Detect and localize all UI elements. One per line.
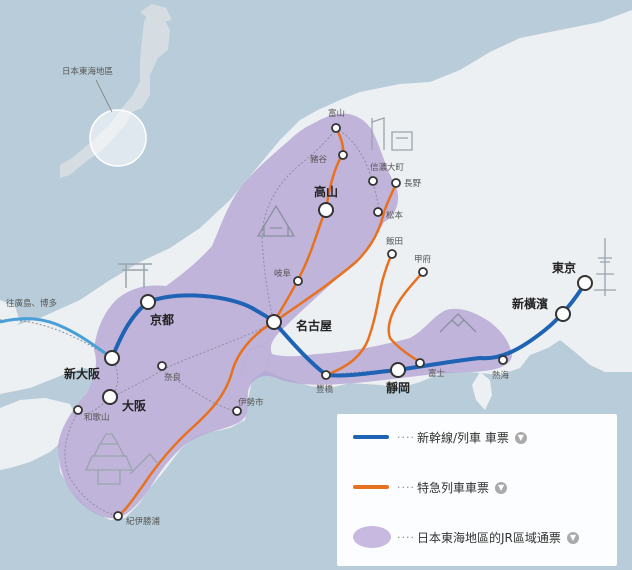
label-toyohashi: 豐橋	[316, 384, 334, 395]
label-kiikatsuura: 紀伊勝浦	[126, 516, 161, 527]
station-kofu	[418, 267, 428, 277]
station-tokyo	[577, 275, 593, 291]
station-shinyokohama	[555, 306, 571, 322]
label-regional: 往廣島、博多	[6, 298, 58, 309]
label-kofu: 甲府	[414, 254, 432, 265]
station-shinanoomachi	[368, 176, 378, 186]
station-kyoto	[140, 294, 156, 310]
limited-express-swatch	[353, 485, 389, 489]
legend-shinkansen-label: 新幹線/列車 車票 ▼	[417, 429, 527, 446]
label-nara: 奈良	[164, 372, 182, 383]
inset-label: 日本東海地區	[62, 66, 113, 77]
label-shinosaka: 新大阪	[64, 366, 101, 381]
legend: ···· 新幹線/列車 車票 ▼ ···· 特急列車車票 ▼ ···· 日本東海地區…	[337, 414, 617, 566]
legend-limited-express[interactable]: ···· 特急列車車票 ▼	[337, 472, 617, 502]
inset-leader-line	[95, 79, 113, 113]
chevron-down-icon[interactable]: ▼	[495, 482, 508, 494]
legend-shinkansen[interactable]: ···· 新幹線/列車 車票 ▼	[337, 422, 617, 452]
station-iseshi	[232, 406, 242, 416]
station-takayama	[318, 202, 334, 218]
station-iida	[387, 249, 397, 259]
label-iida: 飯田	[386, 236, 403, 247]
station-kiikatsuura	[113, 511, 123, 521]
label-inotani: 豬谷	[310, 154, 328, 165]
legend-area-pass-label: 日本東海地區的JR區域通票 ▼	[417, 529, 579, 546]
label-nagoya: 名古屋	[296, 318, 332, 333]
label-atami: 熱海	[492, 370, 510, 381]
label-matsumoto: 松本	[386, 210, 404, 221]
small-stations	[73, 123, 508, 521]
legend-limited-express-text: 特急列車車票	[417, 480, 490, 495]
label-osaka: 大阪	[122, 398, 147, 413]
label-kyoto: 京都	[150, 312, 174, 327]
area-pass-region	[58, 113, 512, 519]
chevron-down-icon[interactable]: ▼	[566, 532, 579, 544]
station-matsumoto	[373, 207, 383, 217]
mount-fuji-icon	[439, 313, 477, 333]
major-stations	[102, 202, 593, 405]
legend-shinkansen-text: 新幹線/列車 車票	[417, 430, 509, 445]
inset-japan-map: 日本東海地區	[60, 4, 172, 178]
legend-area-pass[interactable]: ···· 日本東海地區的JR區域通票 ▼	[337, 522, 617, 552]
legend-dots: ····	[397, 430, 415, 444]
area-pass-swatch	[353, 526, 391, 548]
castle-icon	[85, 433, 159, 485]
label-nagano: 長野	[404, 179, 422, 189]
legend-dots: ····	[397, 480, 415, 494]
label-toyama: 富山	[328, 108, 345, 119]
legend-area-pass-text: 日本東海地區的JR區域通票	[417, 530, 561, 545]
label-gifu: 岐阜	[274, 268, 292, 279]
gassho-house-icon	[256, 204, 296, 237]
station-shinosaka	[104, 350, 120, 366]
station-gifu	[293, 276, 303, 286]
legend-dots: ····	[397, 530, 415, 544]
station-inotani	[338, 150, 348, 160]
label-tokyo: 東京	[552, 260, 576, 275]
label-iseshi: 伊勢市	[238, 397, 264, 408]
chevron-down-icon[interactable]: ▼	[514, 432, 527, 444]
torii-icon	[118, 263, 152, 288]
station-shizuoka	[390, 362, 406, 378]
tower-icon	[594, 238, 616, 296]
label-shinanoomachi: 信濃大町	[370, 162, 405, 173]
label-takayama: 高山	[314, 184, 338, 199]
legend-limited-express-label: 特急列車車票 ▼	[417, 479, 508, 496]
rail-to-hiroshima	[0, 317, 113, 360]
station-nagano	[391, 178, 401, 188]
station-nara	[157, 361, 167, 371]
station-nagoya	[266, 314, 282, 330]
station-toyama	[331, 123, 341, 133]
train-station-icon	[371, 117, 413, 151]
label-shizuoka: 靜岡	[386, 380, 410, 395]
label-wakayama: 和歌山	[84, 412, 110, 423]
inset-highlight-circle	[89, 109, 147, 167]
label-shinyokohama: 新橫濱	[512, 296, 548, 311]
station-toyohashi	[321, 370, 331, 380]
shinkansen-swatch	[353, 435, 389, 439]
station-atami	[498, 355, 508, 365]
station-fuji	[415, 358, 425, 368]
station-wakayama	[73, 405, 83, 415]
label-fuji: 富士	[428, 368, 446, 379]
station-osaka	[102, 389, 118, 405]
